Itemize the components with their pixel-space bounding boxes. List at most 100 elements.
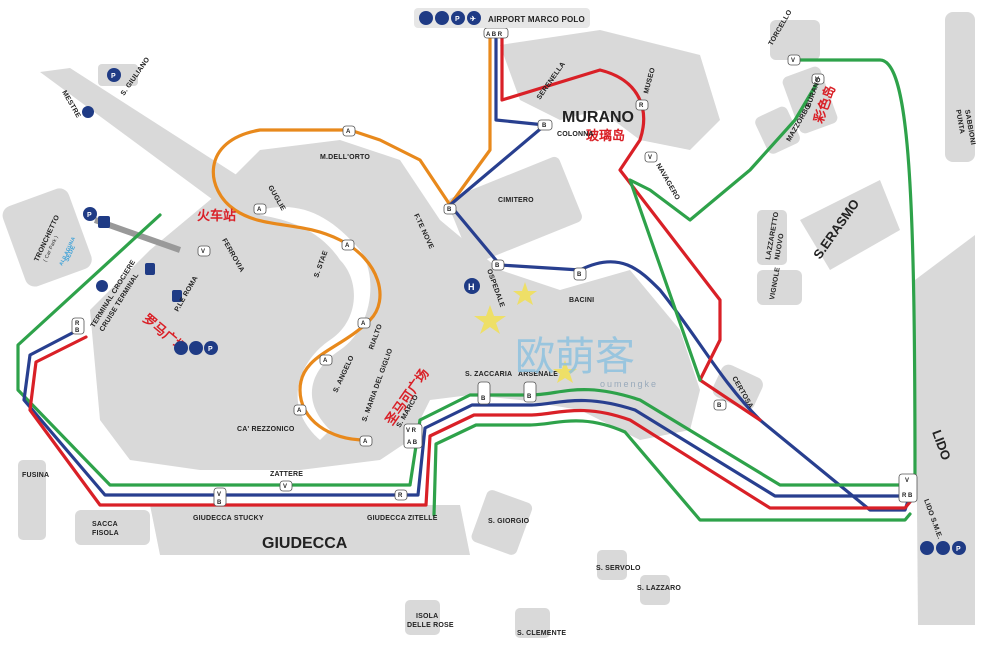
svg-text:R B: R B: [902, 493, 913, 499]
grand-canal: [260, 206, 371, 440]
stop-carezzonico[interactable]: A: [293, 404, 307, 416]
pleroma-bus-icon: [174, 341, 188, 355]
svg-text:A: A: [297, 408, 302, 414]
pleroma-people-mover-icon: [172, 290, 182, 302]
bundle-blue: [22, 328, 912, 498]
stop-arsenale[interactable]: B: [523, 381, 537, 403]
svg-text:B: B: [217, 500, 222, 506]
stop-smariagiglio[interactable]: A: [359, 435, 373, 447]
stop-szaccaria[interactable]: B: [477, 381, 491, 405]
svg-text:P: P: [208, 346, 213, 353]
svg-text:P: P: [455, 16, 460, 23]
svg-text:V: V: [648, 155, 652, 161]
svg-text:V: V: [217, 492, 221, 498]
fusina-land: [18, 460, 46, 540]
mestre-bus-icon: [82, 106, 94, 118]
sservolo-island: [597, 550, 627, 580]
stop-smarco[interactable]: V RA B: [403, 423, 423, 449]
stop-guglie[interactable]: A: [253, 203, 267, 215]
isola-rose-island: [405, 600, 440, 635]
svg-text:A B R: A B R: [486, 32, 503, 38]
torcello-island: [770, 20, 820, 60]
svg-text:B: B: [527, 394, 532, 400]
stop-giudecca-zitelle[interactable]: R: [394, 489, 408, 501]
murano-island: [500, 30, 720, 150]
stop-mdellorto[interactable]: A: [342, 125, 356, 137]
stop-museo[interactable]: R: [635, 99, 649, 111]
svg-text:A: A: [361, 321, 366, 327]
pleroma-parking-icon: [204, 341, 218, 355]
route-green-line: [628, 58, 917, 497]
people-mover-stop-icon: [145, 263, 155, 275]
svg-text:A: A: [363, 439, 368, 445]
sacca-label-2: FISOLA: [92, 530, 119, 537]
bundle-green-south: [432, 419, 912, 522]
svg-text:B: B: [481, 396, 486, 402]
stop-rialto[interactable]: A: [357, 317, 371, 329]
lido-parking-icon: [952, 541, 966, 555]
station-cn-label: 火车站: [197, 208, 236, 224]
hospital-icon: [464, 278, 480, 294]
murano-label: MURANO: [562, 109, 634, 126]
sservolo-label: S. SERVOLO: [596, 565, 641, 572]
slazzaro-label: S. LAZZARO: [637, 585, 681, 592]
vignole-island: [757, 270, 802, 305]
stop-ferrovia[interactable]: V: [197, 245, 211, 257]
parking-icon: [451, 11, 465, 25]
svg-text:R: R: [75, 321, 80, 327]
stop-zattere[interactable]: V: [279, 480, 293, 492]
svg-text:B: B: [717, 403, 722, 409]
stop-giudecca-stucky[interactable]: VB: [213, 487, 227, 507]
stop-colonna[interactable]: B: [537, 119, 553, 131]
bundle-red: [28, 335, 912, 510]
cimitero-island: [448, 156, 582, 264]
stop-burano[interactable]: V: [811, 73, 825, 85]
svg-text:V: V: [905, 478, 909, 484]
venice-historic-centre: [90, 140, 700, 470]
giudeccastucky-label: GIUDECCA STUCKY: [193, 515, 264, 522]
people-mover-icon: [98, 216, 110, 228]
stop-torcello[interactable]: V: [787, 54, 801, 66]
mazzorbo-island: [755, 106, 800, 154]
stop-navagero[interactable]: V: [644, 151, 658, 163]
szaccaria-label: S. ZACCARIA: [465, 371, 512, 378]
svg-text:B: B: [495, 263, 500, 269]
stop-sstae[interactable]: A: [341, 239, 355, 251]
stop-fte-nove[interactable]: B: [443, 203, 457, 215]
serasmo-island: [800, 180, 900, 270]
stop-ospedale[interactable]: B: [491, 259, 505, 271]
airport-label: AIRPORT MARCO POLO: [488, 15, 585, 24]
stop-cruise[interactable]: RB: [71, 317, 85, 335]
sgiuliano-parking-icon: [107, 68, 121, 82]
stop-airport[interactable]: A B R: [483, 27, 509, 39]
star-icon: [553, 360, 577, 383]
svg-text:P: P: [956, 546, 961, 553]
mdellorto-label: M.DELL'ORTO: [320, 154, 370, 161]
bus-icon: [419, 11, 433, 25]
svg-text:B: B: [447, 207, 452, 213]
giudecca-label: GIUDECCA: [262, 535, 348, 552]
stop-sangelo[interactable]: A: [319, 354, 333, 366]
sgiorgio-island: [471, 490, 533, 555]
lido-bus-icon: [920, 541, 934, 555]
svg-text:P: P: [87, 212, 92, 219]
svg-text:A: A: [257, 207, 262, 213]
sclemente-label: S. CLEMENTE: [517, 630, 566, 637]
svg-text:R: R: [398, 493, 403, 499]
bacini-label: BACINI: [569, 297, 594, 304]
sacca-fisola-island: [75, 510, 150, 545]
punta-label-1: PUNTA: [954, 109, 965, 134]
svg-text:B: B: [542, 123, 547, 129]
svg-text:B: B: [75, 328, 80, 334]
stop-certosa[interactable]: B: [713, 399, 727, 411]
tronchetto-land: [2, 188, 92, 287]
stop-lido[interactable]: V R B: [898, 473, 918, 503]
svg-text:V: V: [815, 77, 819, 83]
murano-cn-label: 玻璃岛: [586, 128, 625, 144]
watermark-subtext: oumengke: [600, 379, 658, 389]
stop-bacini[interactable]: B: [573, 267, 587, 281]
route-orange-line: [211, 30, 492, 442]
svg-text:P: P: [111, 73, 116, 80]
sacca-label-1: SACCA: [92, 521, 118, 528]
